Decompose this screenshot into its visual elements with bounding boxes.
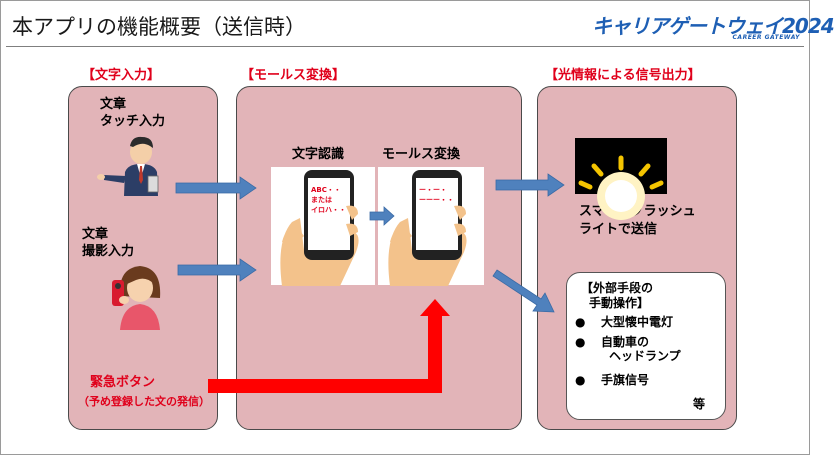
emergency-note: （予め登録した文の発信）: [78, 395, 210, 408]
businessman-icon: [97, 136, 159, 196]
logo-subtitle: CAREER GATEWAY: [732, 34, 800, 41]
brand-logo: キャリアゲートウェイ2024 CAREER GATEWAY: [592, 10, 834, 44]
phone1-text-line2: または: [311, 195, 332, 204]
photo-input-line1: 文章: [82, 227, 109, 242]
arrow-to-external-means: [492, 269, 555, 313]
input-panel: [68, 86, 218, 430]
phone-hand-conversion-icon: ー・ー・ ーーー・・: [388, 170, 467, 286]
phone2-text-line2: ーーー・・: [419, 196, 454, 204]
external-means-box: 【外部手段の 手動操作】 ●大型懐中電灯 ●自動車の ヘッドランプ ●手旗信号 …: [566, 272, 726, 420]
phone1-text-line1: ABC・・: [311, 186, 341, 194]
arrow-photo-to-recognition: [177, 258, 257, 282]
flashlight-glow-icon: [578, 155, 664, 220]
diagram-graphics: ABC・・ または イロハ・・ ー・ー・ ーーー・・: [97, 136, 664, 393]
touch-input-line2: タッチ入力: [100, 114, 166, 129]
logo-wordmark: キャリアゲートウェイ2024: [592, 10, 834, 39]
list-item-text: 大型懐中電灯: [601, 315, 674, 329]
external-title-line2: 手動操作】: [589, 296, 650, 310]
photo-input-line2: 撮影入力: [82, 244, 135, 259]
logo-text: キャリアゲートウェイ: [592, 14, 783, 38]
section-label-output: 【光情報による信号出力】: [545, 68, 701, 83]
etc-label: 等: [693, 397, 706, 411]
arrow-touch-to-recognition: [175, 176, 257, 200]
arrow-to-flashlight: [495, 173, 565, 197]
title-divider: [6, 46, 804, 47]
bullet-icon: ●: [575, 373, 586, 387]
arrow-emergency: [208, 299, 450, 393]
list-item-text: 自動車の: [601, 335, 650, 349]
external-means-title: 【外部手段の 手動操作】: [581, 281, 653, 311]
section-label-morse: 【モールス変換】: [241, 68, 346, 83]
list-item-text: 手旗信号: [601, 373, 650, 387]
slide-title: 本アプリの機能概要（送信時）: [12, 15, 306, 39]
list-item: ● 自動車の ヘッドランプ: [575, 335, 681, 363]
section-label-input: 【文字入力】: [82, 68, 161, 83]
phone-hand-recognition-icon: ABC・・ または イロハ・・: [280, 170, 359, 286]
emergency-button-label: 緊急ボタン: [90, 375, 156, 390]
arrow-recognition-to-conversion: [369, 206, 395, 226]
list-item-text-cont: ヘッドランプ: [609, 349, 681, 363]
woman-camera-icon: [112, 266, 161, 330]
list-item: ● 大型懐中電灯: [575, 315, 673, 329]
phone1-text-line3: イロハ・・: [311, 206, 346, 214]
phone2-text-line1: ー・ー・: [419, 186, 447, 194]
logo-year: 2024: [782, 14, 834, 38]
conversion-label: モールス変換: [382, 147, 461, 162]
recognition-label: 文字認識: [292, 147, 345, 162]
list-item: ● 手旗信号: [575, 373, 649, 387]
flow-arrows-blue: [175, 173, 565, 313]
flash-caption-line2: ライトで送信: [579, 222, 658, 237]
touch-input-line1: 文章: [100, 97, 127, 112]
external-title-line1: 【外部手段の: [581, 281, 654, 295]
bullet-icon: ●: [575, 315, 586, 329]
bullet-icon: ●: [575, 335, 586, 349]
